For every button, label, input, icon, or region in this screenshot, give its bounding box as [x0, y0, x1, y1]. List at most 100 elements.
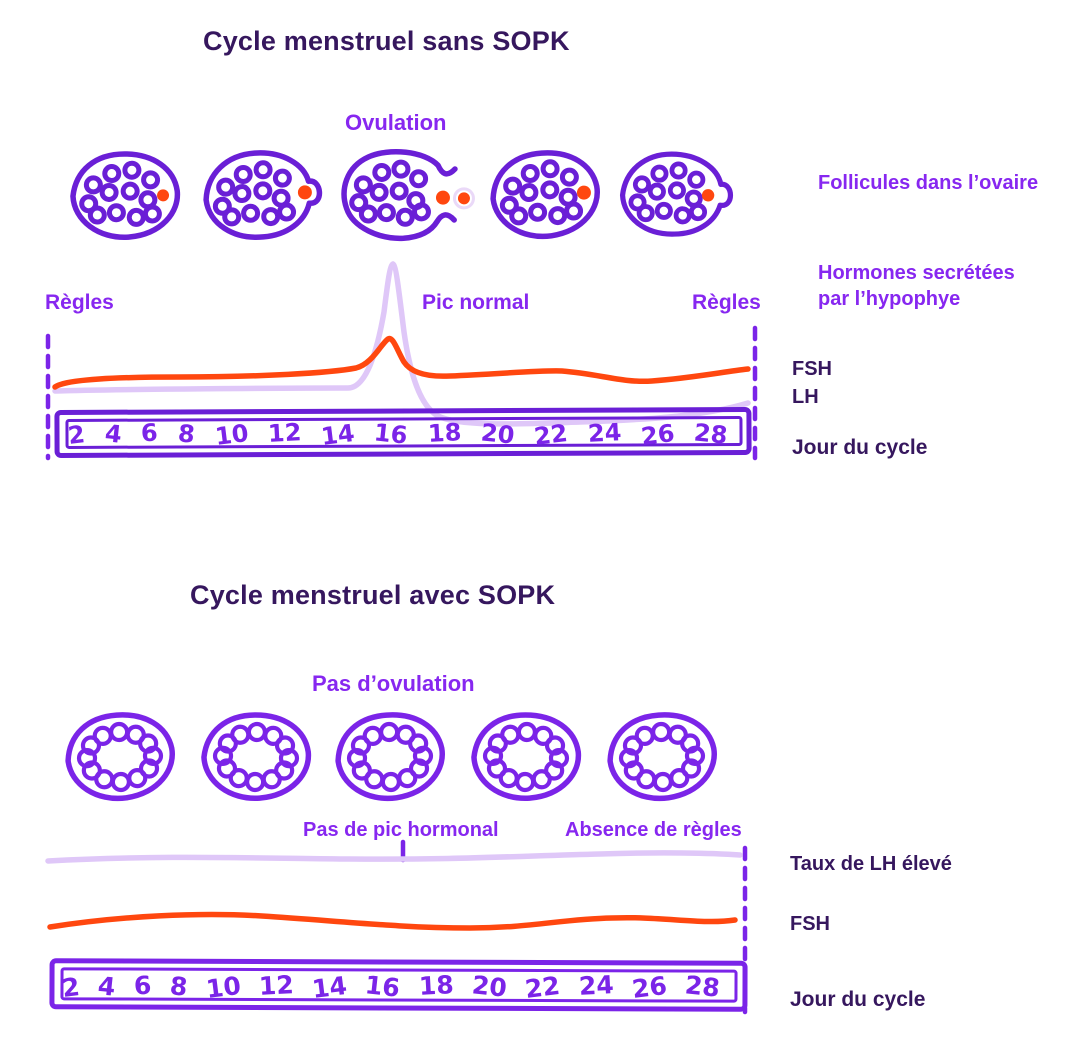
follicle: [122, 160, 142, 180]
day-number: 14: [310, 970, 349, 1004]
ovary-outline: [341, 149, 458, 242]
peripheral-follicle: [230, 724, 251, 745]
hormones-label-line1: Hormones secrétées: [818, 262, 1015, 284]
follicle: [528, 202, 548, 222]
ovary-illustration-pcos: [65, 712, 175, 802]
peripheral-follicle: [92, 725, 113, 746]
ovary-illustration-pcos: [607, 712, 717, 802]
peripheral-follicle: [669, 768, 690, 789]
day-number: 16: [373, 418, 410, 450]
fsh-curve-pcos: [47, 911, 738, 931]
dominant-follicle: [297, 185, 312, 200]
follicle: [253, 160, 273, 180]
peripheral-follicle: [127, 768, 148, 789]
peripheral-follicle: [408, 733, 429, 754]
day-number: 14: [319, 419, 357, 451]
follicle: [106, 203, 126, 223]
day-number: 26: [630, 970, 669, 1004]
day-number: 28: [693, 418, 730, 450]
follicle: [519, 183, 539, 203]
peripheral-follicle: [651, 721, 672, 743]
follicle: [520, 164, 540, 184]
peripheral-follicle: [109, 721, 130, 743]
follicle: [411, 202, 431, 222]
peripheral-follicle: [362, 725, 383, 746]
peripheral-follicle: [544, 735, 566, 756]
follicle: [253, 181, 273, 201]
peripheral-follicle: [138, 733, 159, 754]
day-number: 12: [267, 418, 302, 448]
follicle: [540, 180, 560, 200]
peripheral-follicle: [516, 721, 537, 743]
follicle: [87, 205, 107, 225]
follicle: [222, 207, 242, 227]
peripheral-follicle: [515, 771, 536, 793]
ovary-illustration: [70, 151, 181, 240]
follicle: [353, 175, 373, 195]
follicle: [277, 202, 297, 222]
day-number: 28: [683, 969, 722, 1003]
follicle: [688, 203, 708, 222]
follicle: [409, 169, 429, 189]
ovary-outline: [335, 712, 445, 802]
follicle: [628, 193, 647, 212]
title-normal-cycle: Cycle menstruel sans SOPK: [203, 26, 570, 56]
ovary-outline: [70, 151, 181, 240]
day-number: 24: [577, 969, 615, 1001]
day-number: 10: [204, 970, 243, 1004]
peripheral-follicle: [380, 771, 401, 793]
follicle: [120, 181, 140, 201]
day-number: 4: [96, 970, 117, 1002]
follicle: [559, 167, 579, 187]
fsh-curve-normal: [52, 335, 751, 390]
ovary-outline: [65, 712, 175, 802]
follicle: [241, 203, 261, 223]
day-number: 22: [533, 419, 570, 451]
dominant-follicle: [457, 192, 470, 205]
day-number: 6: [132, 970, 152, 1000]
hormones-label: Hormones secrétées par l’hypophye: [818, 260, 1068, 312]
hormones-label-line2: par l’hypophye: [818, 288, 961, 310]
follicle: [261, 207, 281, 227]
no-period-label: Absence de règles: [565, 819, 742, 841]
ovary-illustration-pcos: [201, 712, 312, 801]
ovary-illustration-pcos: [471, 712, 582, 801]
ovaries-pcos-cycle: [65, 712, 717, 802]
no-peak-label: Pas de pic hormonal: [303, 819, 499, 841]
ovary-illustration: [203, 150, 323, 240]
day-number: 4: [103, 419, 123, 449]
follicle: [349, 193, 369, 213]
follicle: [395, 207, 415, 227]
follicle: [647, 182, 666, 201]
follicle: [687, 170, 706, 189]
follicle: [83, 175, 103, 195]
day-axis-frame-bottom: [49, 958, 748, 1012]
ovary-outline: [607, 712, 717, 802]
lh-curve-pcos: [45, 850, 743, 864]
title-pcos-cycle: Cycle menstruel avec SOPK: [190, 580, 556, 610]
follicle: [358, 204, 378, 224]
follicle: [391, 159, 411, 179]
pic-normal-label: Pic normal: [422, 291, 530, 314]
ovaries-normal-cycle: [70, 149, 734, 242]
day-number: 6: [140, 418, 159, 448]
day-number: 20: [479, 418, 516, 450]
follicle: [99, 182, 119, 202]
peripheral-follicle: [379, 721, 400, 743]
follicle: [632, 175, 651, 194]
day-number: 22: [523, 970, 562, 1004]
ovary-outline: [490, 150, 600, 240]
follicle: [669, 161, 688, 180]
follicle: [667, 181, 686, 200]
peripheral-follicle: [652, 771, 673, 793]
fsh-legend-normal: FSH: [792, 358, 832, 380]
peripheral-follicle: [680, 733, 701, 754]
ovary-illustration: [490, 150, 600, 240]
day-axis-label-top: Jour du cycle: [792, 436, 928, 459]
regles-left-label: Règles: [45, 291, 114, 314]
follicle: [509, 206, 529, 226]
follicle: [126, 207, 146, 227]
